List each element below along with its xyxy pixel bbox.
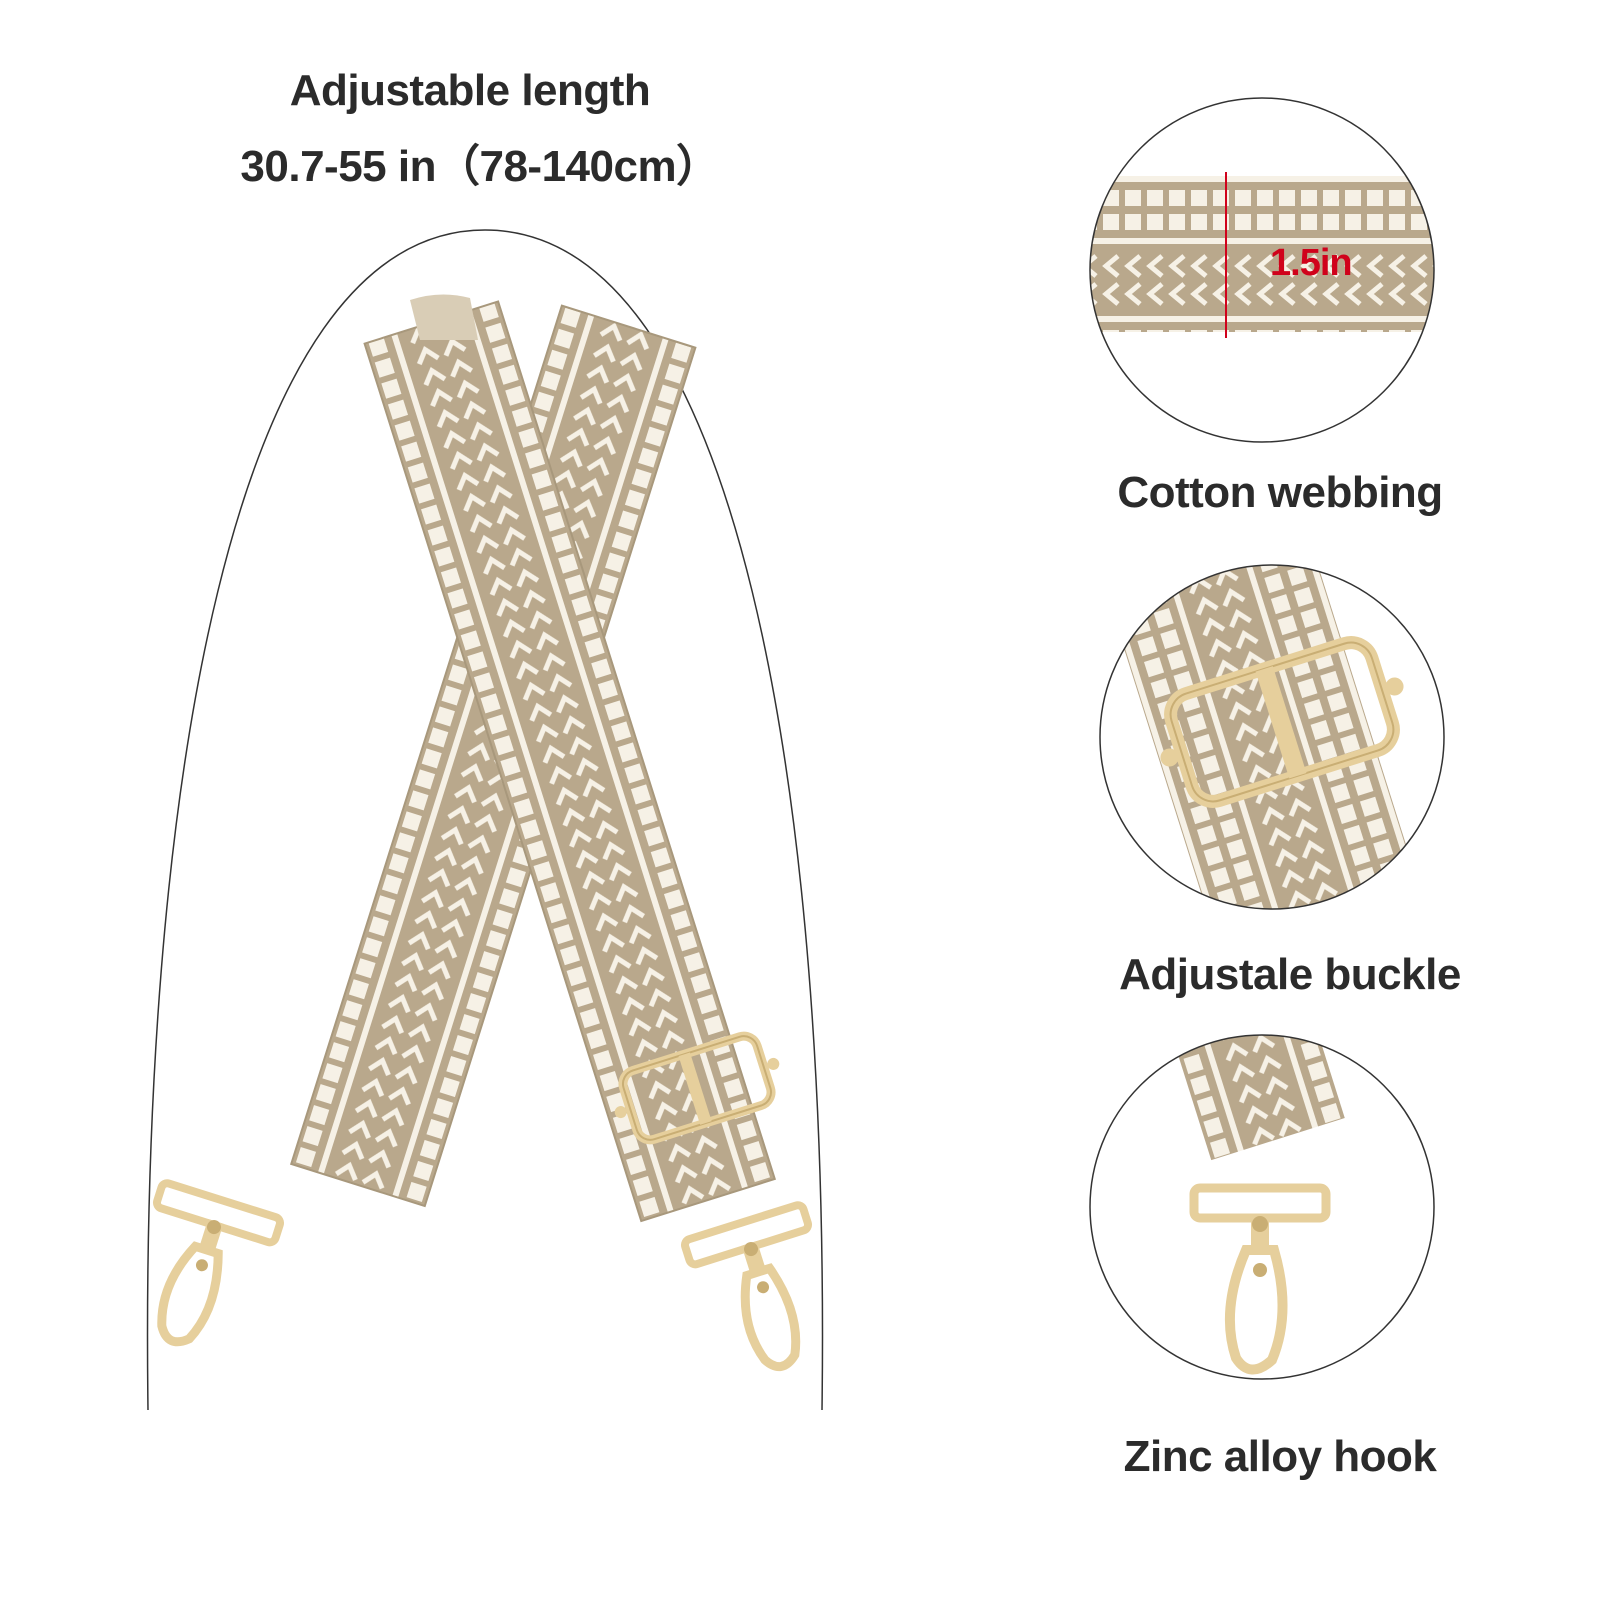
slider-buckle — [614, 1031, 780, 1145]
hook-left — [152, 1179, 285, 1347]
hook-caption: Zinc alloy hook — [1123, 1432, 1437, 1481]
strap-fold — [410, 294, 478, 340]
webbing-caption: Cotton webbing — [1117, 468, 1443, 517]
detail-circle-webbing — [1089, 97, 1435, 443]
buckle-caption: Adjustale buckle — [1119, 950, 1461, 999]
hook-right — [680, 1201, 813, 1372]
length-title: Adjustable length — [289, 66, 651, 115]
detail-circle-buckle — [1099, 564, 1445, 910]
width-value-label: 1.5in — [1270, 242, 1353, 284]
detail-circle-hook — [1089, 1034, 1435, 1380]
length-range: 30.7-55 in（78-140cm） — [240, 142, 720, 191]
oval-outline — [146, 229, 824, 1411]
